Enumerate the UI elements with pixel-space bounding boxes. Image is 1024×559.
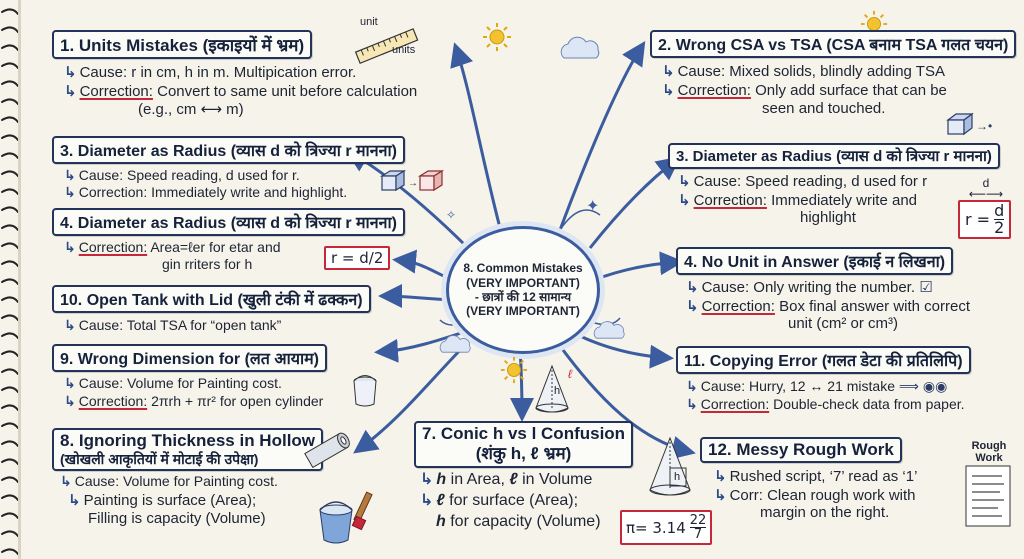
correction-line-2: margin on the right.: [760, 504, 890, 522]
correction-line: ↳Correction: Area=ℓer for etar and: [64, 239, 281, 255]
sun-icon-2: [500, 356, 528, 389]
card-diameter-radius-left: 3. Diameter as Radius (व्यास d को त्रिज्…: [52, 136, 405, 200]
card-wrong-dimension: 9. Wrong Dimension for (लत आयाम) ↳Cause:…: [52, 344, 328, 409]
card-messy-rough-work: 12. Messy Rough Work ↳Rushed script, ‘7’…: [700, 437, 917, 522]
card-open-tank: 10. Open Tank with Lid (खुली टंकी में ढक…: [52, 285, 371, 334]
cause-line: ↳Cause: Only writing the number. ☑: [686, 279, 933, 296]
sun-icon: [482, 22, 512, 57]
card-title: 3. Diameter as Radius (व्यास d को त्रिज्…: [52, 136, 405, 164]
card-title: 7. Conic h vs l Confusion (शंकु h, ℓ भ्र…: [414, 421, 634, 468]
svg-text:ℓ: ℓ: [568, 367, 573, 381]
card-title: 1. Units Mistakes (इकाइयों में भ्रम): [52, 30, 313, 59]
svg-text:→: →: [408, 178, 418, 189]
svg-text:→•: →•: [976, 119, 992, 133]
correction-line: ↳Correction: Only add surface that can b…: [662, 81, 947, 99]
center-hindi-line: - छात्रों की 12 सामान्य: [474, 290, 572, 304]
arrow-eye-icon: ⟹ ◉◉: [898, 378, 948, 394]
info-line-1: ↳Rushed script, ‘7’ read as ‘1’: [714, 468, 918, 485]
card-copying-error: 11. Copying Error (गलत डेटा की प्रतिलिपि…: [676, 346, 971, 412]
star-icon: ✧: [446, 208, 457, 222]
diameter-indicator: d ⟵⟶: [968, 176, 1004, 201]
formula-box-r-d-over-2: r = d 2: [958, 200, 1012, 239]
card-ignoring-thickness: 8. Ignoring Thickness in Hollow (खोखली आ…: [52, 428, 324, 528]
cloud-icon: [556, 36, 606, 67]
info-line-1: ↳Painting is surface (Area);: [68, 491, 257, 509]
card-title: 4. Diameter as Radius (व्यास d को त्रिज्…: [52, 208, 405, 236]
svg-text:h: h: [674, 471, 680, 483]
cloud-icon-2: [590, 320, 630, 347]
cube-icon: →: [378, 168, 448, 199]
svg-text:h: h: [554, 385, 560, 397]
card-title: 3. Diameter as Radius (व्यास d को त्रिज्…: [668, 143, 1000, 169]
correction-line-2: seen and touched.: [762, 100, 886, 118]
card-title: 11. Copying Error (गलत डेटा की प्रतिलिपि…: [676, 346, 971, 374]
correction-line-2: unit (cm² or cm³): [788, 315, 898, 333]
correction-line-2: highlight: [800, 209, 856, 227]
sun-icon-3: [860, 10, 888, 43]
cone-icon: h ℓ: [530, 362, 580, 423]
cube-arrow-icon: →•: [944, 110, 1004, 143]
center-title: 8. Common Mistakes: [463, 261, 583, 276]
cause-line: ↳Cause: r in cm, h in m. Multipication e…: [64, 64, 357, 81]
cause-line: ↳Cause: Speed reading, d used for r: [678, 173, 928, 190]
center-node: 8. Common Mistakes (VERY IMPORTANT) - छा…: [446, 226, 600, 354]
info-line-3: h for capacity (Volume): [436, 512, 601, 530]
card-title: 8. Ignoring Thickness in Hollow (खोखली आ…: [52, 428, 324, 472]
info-line-2: Filling is capacity (Volume): [88, 510, 266, 528]
sparkle-icon: ✦: [586, 198, 600, 215]
paint-bucket-icon: [350, 374, 380, 413]
cause-line: ↳Cause: Total TSA for “open tank”: [64, 317, 282, 333]
card-no-unit: 4. No Unit in Answer (इकाई न लिखना) ↳Cau…: [676, 247, 970, 333]
correction-line: ↳Correction: Double-check data from pape…: [686, 395, 965, 412]
correction-line: ↳Corr: Clean rough work with: [714, 486, 916, 504]
card-title: 2. Wrong CSA vs TSA (CSA बनाम TSA गलत चय…: [650, 30, 1017, 58]
card-wrong-csa-tsa: 2. Wrong CSA vs TSA (CSA बनाम TSA गलत चय…: [650, 30, 1017, 118]
pipe-icon: [300, 430, 354, 475]
center-subtitle-2: (VERY IMPORTANT): [466, 304, 580, 319]
correction-line: ↳Correction: Immediately write and: [678, 191, 918, 209]
correction-example: (e.g., cm ⟷ m): [138, 101, 244, 119]
correction-line: ↳Correction: Convert to same unit before…: [64, 82, 418, 100]
cause-line: ↳Cause: Volume for Painting cost.: [60, 473, 278, 490]
card-units-mistakes: 1. Units Mistakes (इकाइयों में भ्रम) ↳Ca…: [52, 30, 417, 119]
page-edge: [18, 0, 21, 559]
card-title: 10. Open Tank with Lid (खुली टंकी में ढक…: [52, 285, 371, 313]
correction-line: ↳Correction: Immediately write and highl…: [64, 183, 348, 200]
cause-line: ↳Cause: Hurry, 12 ↔ 21 mistake ⟹ ◉◉: [686, 378, 948, 394]
pi-formula-box: π= 3.14 22 7: [620, 510, 713, 545]
cause-line: ↳Cause: Mixed solids, blindly adding TSA: [662, 63, 945, 80]
formula-box-r-d2: r = d/2: [324, 246, 391, 270]
info-line-2: ↳ℓ for surface (Area);: [420, 491, 579, 509]
rough-work-doc-icon: Rough Work: [960, 440, 1018, 535]
cause-line: ↳Cause: Speed reading, d used for r.: [64, 167, 300, 183]
card-diameter-radius-right: 3. Diameter as Radius (व्यास d को त्रिज्…: [668, 143, 1000, 227]
card-diameter-radius-left-2: 4. Diameter as Radius (व्यास d को त्रिज्…: [52, 208, 405, 272]
card-title: 9. Wrong Dimension for (लत आयाम): [52, 344, 328, 372]
correction-line: ↳Correction: Box final answer with corre…: [686, 297, 971, 315]
checkbox-icon: ☑: [919, 279, 933, 296]
cause-line: ↳Cause: Volume for Painting cost.: [64, 375, 282, 391]
paint-can-icon: [316, 488, 380, 553]
cone-icon-2: h: [644, 434, 696, 507]
info-line-1: ↳h in Area, ℓ in Volume: [420, 470, 593, 488]
card-title: 12. Messy Rough Work: [700, 437, 902, 463]
center-subtitle: (VERY IMPORTANT): [466, 275, 580, 290]
cloud-icon-3: [436, 334, 476, 361]
card-title: 4. No Unit in Answer (इकाई न लिखना): [676, 247, 954, 275]
correction-line: ↳Correction: 2πrh + πr² for open cylinde…: [64, 392, 324, 409]
correction-line-2: gin rriters for h: [162, 255, 253, 272]
card-conic-h-vs-l: 7. Conic h vs l Confusion (शंकु h, ℓ भ्र…: [414, 421, 634, 531]
